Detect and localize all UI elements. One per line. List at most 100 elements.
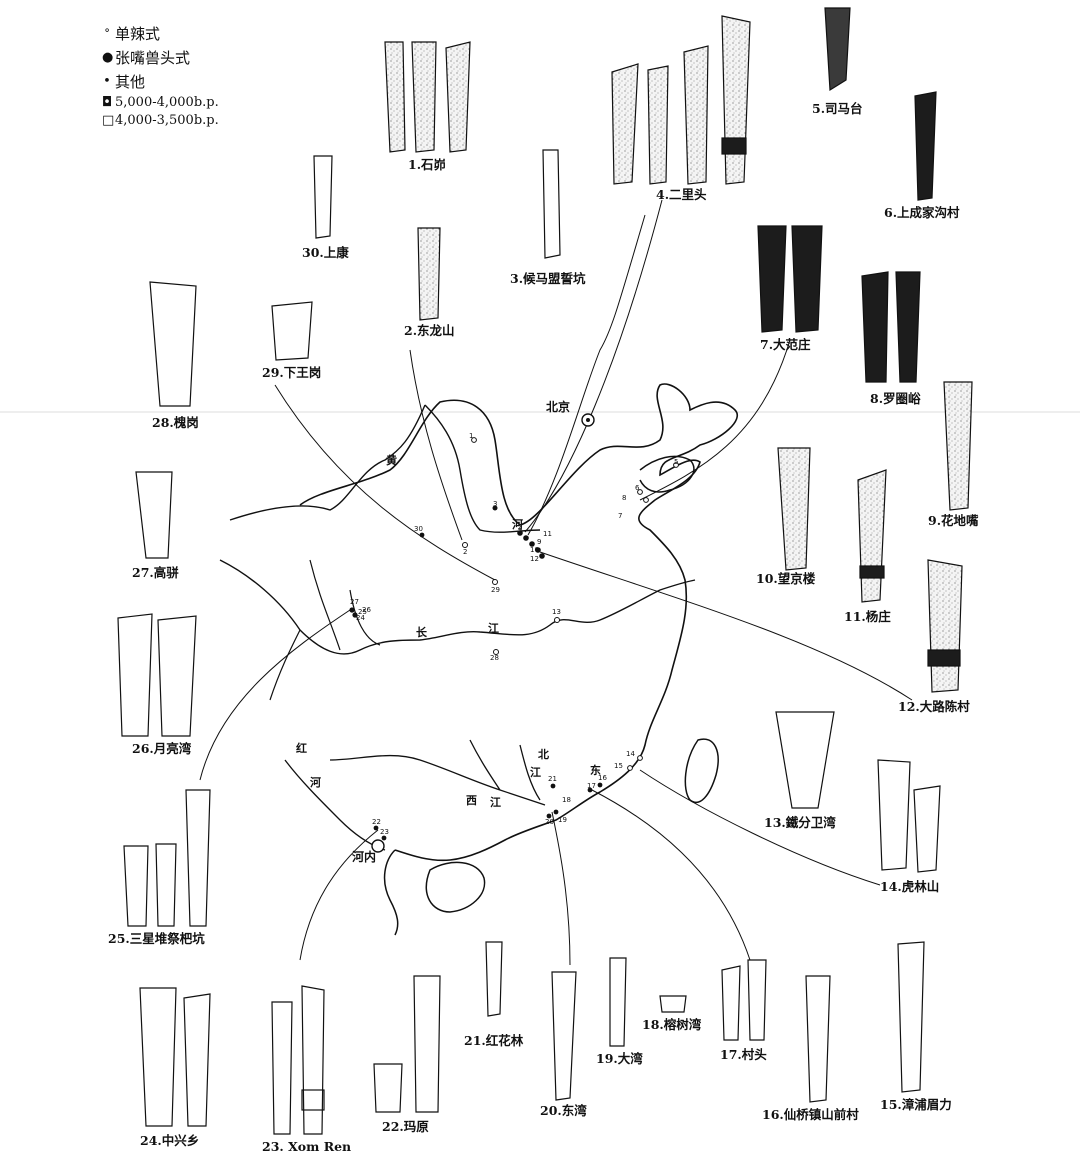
map-number: 10 [530,546,539,554]
blade-17b [747,959,767,1041]
site-label-3: 3.候马盟誓坑 [510,271,586,286]
taiwan-island [684,738,719,804]
blade-1a [384,41,406,153]
single-type-icon: ᐤ [104,26,110,41]
site-label-18: 18.榕树湾 [642,1017,702,1032]
hanoi-label: 河内 [352,850,377,864]
site-label-14: 14.虎林山 [880,879,940,894]
map-number: 23 [380,828,389,836]
blade-26a [117,613,153,737]
blade-6 [914,91,937,201]
beijing-label: 北京 [546,400,571,414]
blade-7b [791,225,823,333]
blade-24b [183,993,211,1127]
map-number: 30 [414,525,423,533]
legend-label: 4,000-3,500b.p. [115,113,219,128]
site-label-1: 1.石峁 [408,157,447,172]
blade-1b [411,41,437,153]
site-label-21: 21.红花林 [464,1033,524,1048]
coastline [299,383,738,862]
hainan-island [425,861,486,913]
blade-7a [757,225,787,333]
blade-18 [659,995,687,1013]
blade-14a [877,759,911,871]
site-label-17: 17.村头 [720,1047,767,1062]
yellow-river [229,404,541,533]
west-river-char-2: 江 [490,796,501,809]
hanoi-marker [371,839,385,853]
blade-13 [775,711,835,809]
blade-4c [683,45,709,185]
site-label-12: 12.大路陈村 [898,699,970,714]
blade-14b [913,785,941,873]
map-number: 28 [490,654,499,662]
blade-3 [542,149,561,259]
blade-19 [609,957,627,1047]
blade-30 [313,155,333,239]
artifact-drawings [117,7,973,1135]
site-label-16: 16.仙桥镇山前村 [762,1107,859,1122]
blade-16 [805,975,831,1103]
map-number: 3 [493,500,498,508]
map-number: 4 [518,525,523,533]
blade-22a [373,1063,403,1113]
site-label-20: 20.东湾 [540,1103,587,1118]
legend-label: 其他 [115,73,146,91]
map-number: 5 [674,458,679,466]
map-number: 19 [558,816,567,824]
blade-1c [445,41,471,153]
blade-26b [157,615,197,737]
legend-label: 5,000-4,000b.p. [115,95,219,110]
site-label-13: 13.鐵分卫湾 [764,815,836,830]
site-label-19: 19.大湾 [596,1051,643,1066]
yellow-river-char-2: 河 [512,518,523,531]
site-label-22: 22.玛原 [382,1119,429,1134]
site-label-5: 5.司马台 [812,101,863,116]
site-label-10: 10.望京楼 [756,571,816,586]
site-label-11: 11.杨庄 [844,609,891,624]
filled-dot-icon: ● [102,50,114,65]
north-river-char-2: 江 [530,766,541,779]
site-label-8: 8.罗圈峪 [870,391,921,406]
shandong-coast [639,455,695,493]
blade-21 [485,941,503,1017]
site-label-15: 15.漳浦眉力 [880,1097,952,1112]
pearl-river [329,739,546,806]
blade-9 [943,381,973,511]
blade-8a [861,271,889,383]
site-markers [349,437,679,841]
blade-8b [895,271,921,383]
legend-item-single-type: ᐤ 单辣式 [102,22,219,46]
map-number: 16 [598,774,607,782]
site-label-30: 30.上康 [302,245,349,260]
map-number: 25 [358,608,367,616]
map-number: 24 [356,614,365,622]
blade-23b [301,985,325,1135]
blade-25a [123,845,149,927]
map-number: 12 [530,555,539,563]
site-label-25: 25.三星堆祭杷坑 [108,931,205,946]
north-river-char-1: 北 [538,748,549,761]
blade-11 [857,469,887,603]
hollow-square-icon: □ [102,113,115,128]
blade-25c [185,789,211,927]
map-number: 14 [626,750,635,758]
map-number: 26 [362,606,371,614]
blade-4b [647,65,669,185]
site-label-4: 4.二里头 [656,187,707,202]
blade-12 [927,559,963,693]
map-number: 6 [635,484,640,492]
blade-20 [551,971,577,1101]
blade-22b [413,975,441,1113]
blade-29 [271,301,313,361]
map-legend: ᐤ 单辣式 ● 张嘴兽头式 • 其他 ◘ 5,000-4,000b.p. □ 4… [102,22,219,130]
map-number: 20 [545,818,554,826]
site-label-6: 6.上成家沟村 [884,205,960,220]
blade-24a [139,987,177,1127]
legend-item-period-early: ◘ 5,000-4,000b.p. [102,94,219,112]
legend-label: 单辣式 [115,25,161,43]
map-number: 1 [469,432,474,440]
blade-28 [149,281,197,407]
map-number: 11 [543,530,552,538]
legend-item-period-late: □ 4,000-3,500b.p. [102,112,219,130]
